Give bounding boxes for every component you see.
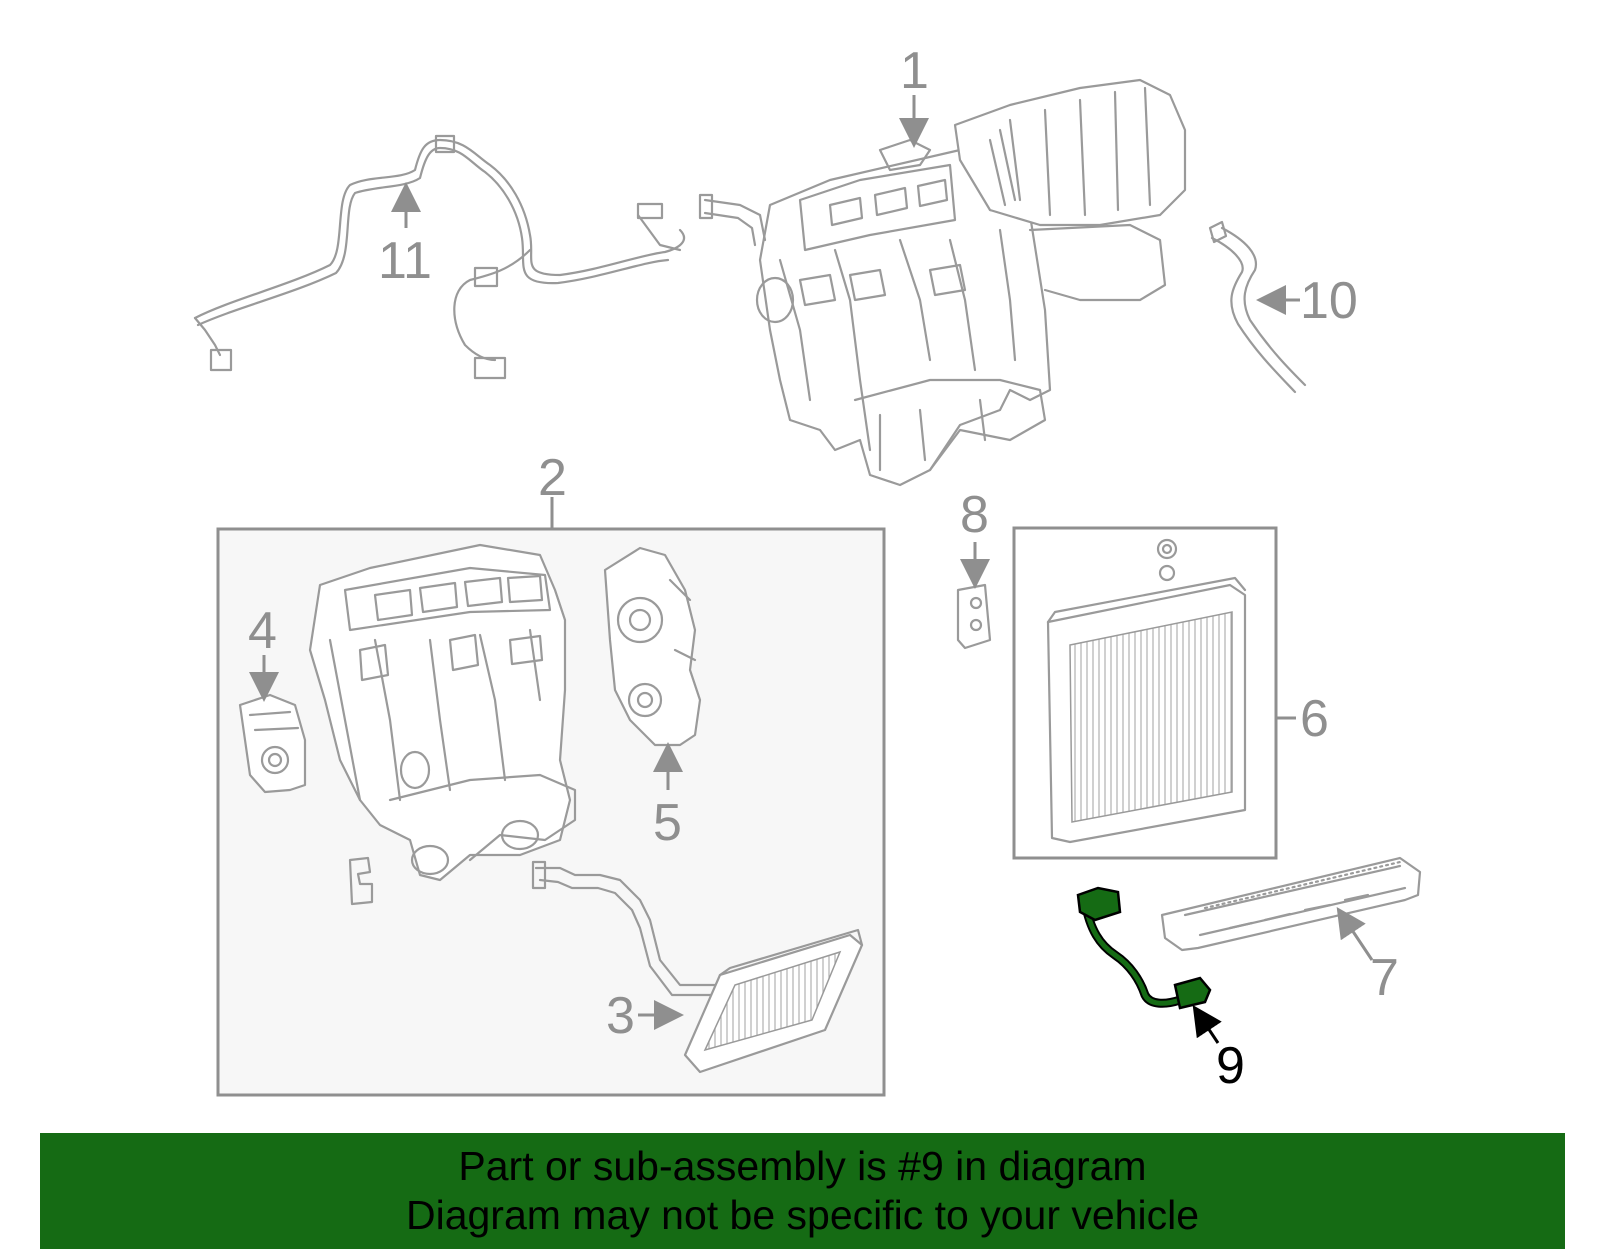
expansion-valve-8 [956,583,992,650]
callout-7: 7 [1370,949,1399,1007]
callout-10: 10 [1300,272,1358,330]
callout-11: 11 [378,232,432,290]
servo-motor-5 [603,546,702,747]
hvac-housing-assembly [698,78,1187,487]
leader-7 [1336,907,1374,961]
retainer-clip [348,856,374,906]
wiring-harness-11 [193,134,686,380]
banner-line-1: Part or sub-assembly is #9 in diagram [458,1143,1147,1189]
info-banner: Part or sub-assembly is #9 in diagram Di… [40,1133,1565,1249]
evaporator-core-6 [1046,538,1247,844]
callout-6: 6 [1300,690,1329,748]
callout-2: 2 [538,449,567,507]
callout-5: 5 [653,794,682,852]
servo-motor-4 [238,693,307,794]
callout-1: 1 [900,42,929,100]
wire-harness-9-highlighted [1076,886,1212,1010]
callout-9: 9 [1216,1037,1245,1095]
heater-core-3 [531,860,864,1074]
leader-9 [1192,1005,1222,1044]
banner-line-2: Diagram may not be specific to your vehi… [405,1192,1199,1238]
hvac-case-2 [308,543,577,882]
callout-3: 3 [606,987,635,1045]
callout-4: 4 [248,602,277,660]
drain-hose-10 [1208,220,1307,394]
cover-7 [1160,856,1422,952]
callout-8: 8 [960,486,989,544]
